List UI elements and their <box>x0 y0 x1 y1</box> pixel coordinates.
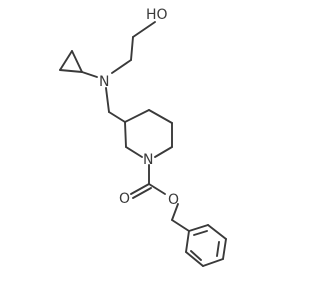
bond-c-o-ester <box>148 183 166 195</box>
ring-bond-5 <box>125 146 143 158</box>
atom-label-hydroxyl: HO <box>146 7 168 23</box>
bond-ch2-ring <box>108 111 126 123</box>
bond-cp-c <box>59 50 73 71</box>
bond-c-o-double-b <box>132 187 152 199</box>
benzene-bond-5 <box>185 251 204 267</box>
ring-bond-1 <box>124 109 150 123</box>
benzene-double-2 <box>216 241 220 257</box>
bond-c1-c2 <box>130 36 134 61</box>
bond-c-o-double-a <box>130 183 150 195</box>
benzene-double-1 <box>193 230 208 236</box>
bond-cp-b <box>71 50 83 73</box>
atom-labels: HO N N O O <box>99 7 179 208</box>
bonds <box>59 21 227 267</box>
benzene-bond-6 <box>185 230 190 253</box>
bond-n-ch2 <box>105 87 110 113</box>
bond-cp-a <box>59 69 83 73</box>
benzene-bond-4 <box>202 258 224 267</box>
bond-o-c1 <box>132 21 156 38</box>
ring-bond-2 <box>148 109 173 124</box>
atom-label-amine-nitrogen: N <box>99 74 109 90</box>
atom-label-ring-nitrogen: N <box>143 152 153 168</box>
ring-bond-6 <box>124 121 127 148</box>
ring-bond-4 <box>154 146 173 158</box>
bond-o-ch2 <box>171 203 179 221</box>
bond-c2-n <box>111 59 132 74</box>
benzene-bond-3 <box>222 238 227 260</box>
atom-label-carbonyl-oxygen: O <box>119 191 130 207</box>
molecule-diagram: HO N N O O <box>59 7 227 267</box>
benzene-bond-2 <box>207 224 227 240</box>
bond-n-cp <box>81 71 98 78</box>
benzene-double-3 <box>190 250 202 261</box>
benzene-bond-1 <box>188 224 209 232</box>
atom-label-ester-oxygen: O <box>168 192 179 208</box>
structure-canvas: HO N N O O <box>59 7 227 267</box>
bond-ch2-ph <box>171 219 190 232</box>
